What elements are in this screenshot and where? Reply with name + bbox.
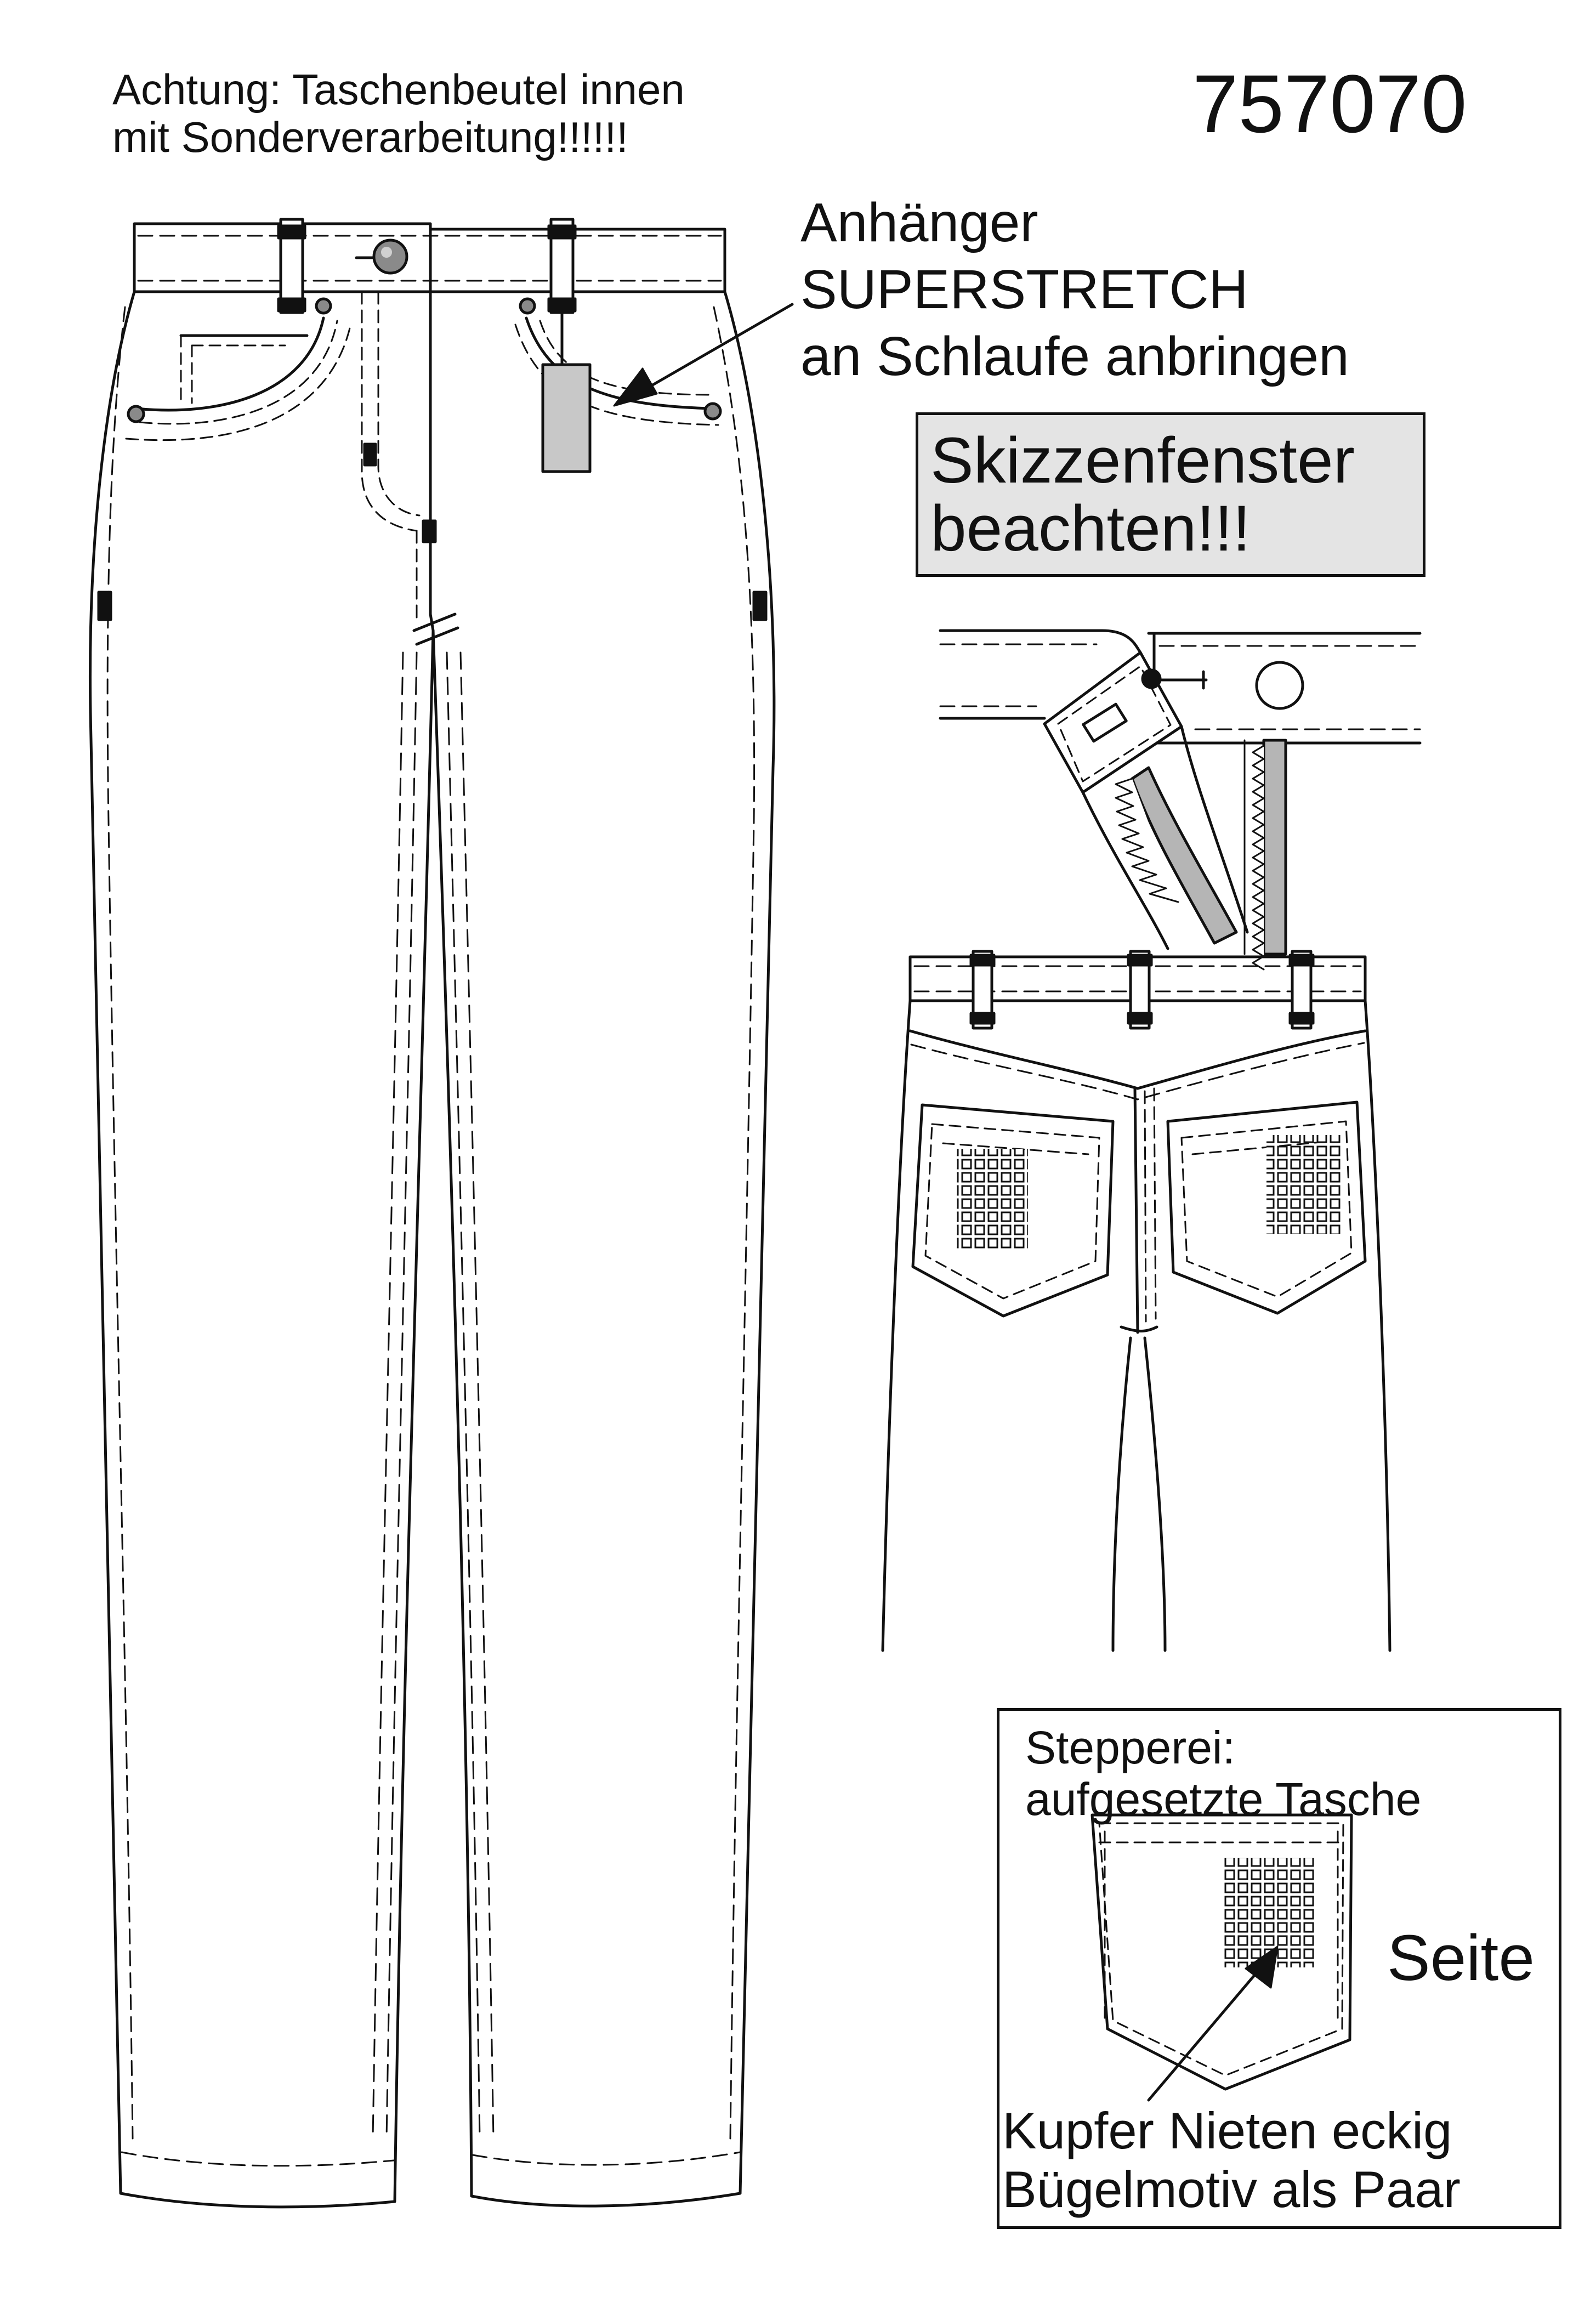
front-left-leg-outline (88, 290, 435, 2209)
sketch-note-line-1: Skizzenfenster (930, 424, 1355, 497)
callout-arrow-icon (1147, 1945, 1279, 2102)
belt-loop (277, 218, 306, 314)
tag-note-line-3: an Schlaufe anbringen (800, 326, 1349, 387)
sketch-window-note: Skizzenfenster beachten!!! (916, 412, 1425, 577)
rivet-icon (519, 297, 536, 315)
rivet-icon (703, 402, 722, 421)
rivet-note-line-1: Kupfer Nieten eckig (1002, 2102, 1452, 2159)
back-view (881, 950, 1391, 1652)
callout-arrow-icon (613, 303, 794, 407)
belt-loop (547, 218, 577, 314)
shank-button-icon (355, 239, 408, 275)
back-left-pocket (911, 1103, 1115, 1318)
rivet-note: Kupfer Nieten eckig Bügelmotiv als Paar (1002, 2101, 1461, 2219)
tag-note-line-2: SUPERSTRETCH (800, 259, 1248, 320)
stitch-note-line-2: aufgesetzte Tasche (1025, 1773, 1422, 1825)
tag-note-line-1: Anhänger (800, 192, 1038, 253)
style-number: 757070 (1192, 58, 1467, 150)
hang-tag-note: Anhänger SUPERSTRETCH an Schlaufe anbrin… (800, 189, 1349, 390)
belt-loop (1288, 950, 1315, 1030)
stitching-note: Stepperei: aufgesetzte Tasche (1025, 1722, 1421, 1825)
belt-loop (1127, 950, 1153, 1030)
front-left-pocket (125, 316, 352, 441)
warning-line-1: Achtung: Taschenbeutel innen (112, 65, 685, 114)
back-right-pocket (1166, 1101, 1367, 1315)
front-view (88, 218, 794, 2209)
front-waistband (133, 222, 726, 293)
side-label: Seite (1387, 1922, 1535, 1994)
belt-loop (969, 950, 996, 1030)
fly-detail-view (939, 629, 1422, 971)
hang-tag (541, 311, 592, 473)
front-right-leg-outline (431, 290, 776, 2208)
rivet-icon (315, 297, 332, 315)
detail-panel (997, 1708, 1561, 2229)
shank-button-icon (1141, 668, 1162, 689)
stitch-note-line-1: Stepperei: (1025, 1722, 1235, 1773)
detail-pocket (1090, 1813, 1353, 2102)
rivet-icon (127, 405, 145, 423)
warning-line-2: mit Sonderverarbeitung!!!!!! (112, 113, 628, 162)
sketch-note-line-2: beachten!!! (930, 492, 1251, 565)
rivet-note-line-2: Bügelmotiv als Paar (1002, 2160, 1461, 2219)
warning-note: Achtung: Taschenbeutel innen mit Sonderv… (112, 65, 685, 162)
